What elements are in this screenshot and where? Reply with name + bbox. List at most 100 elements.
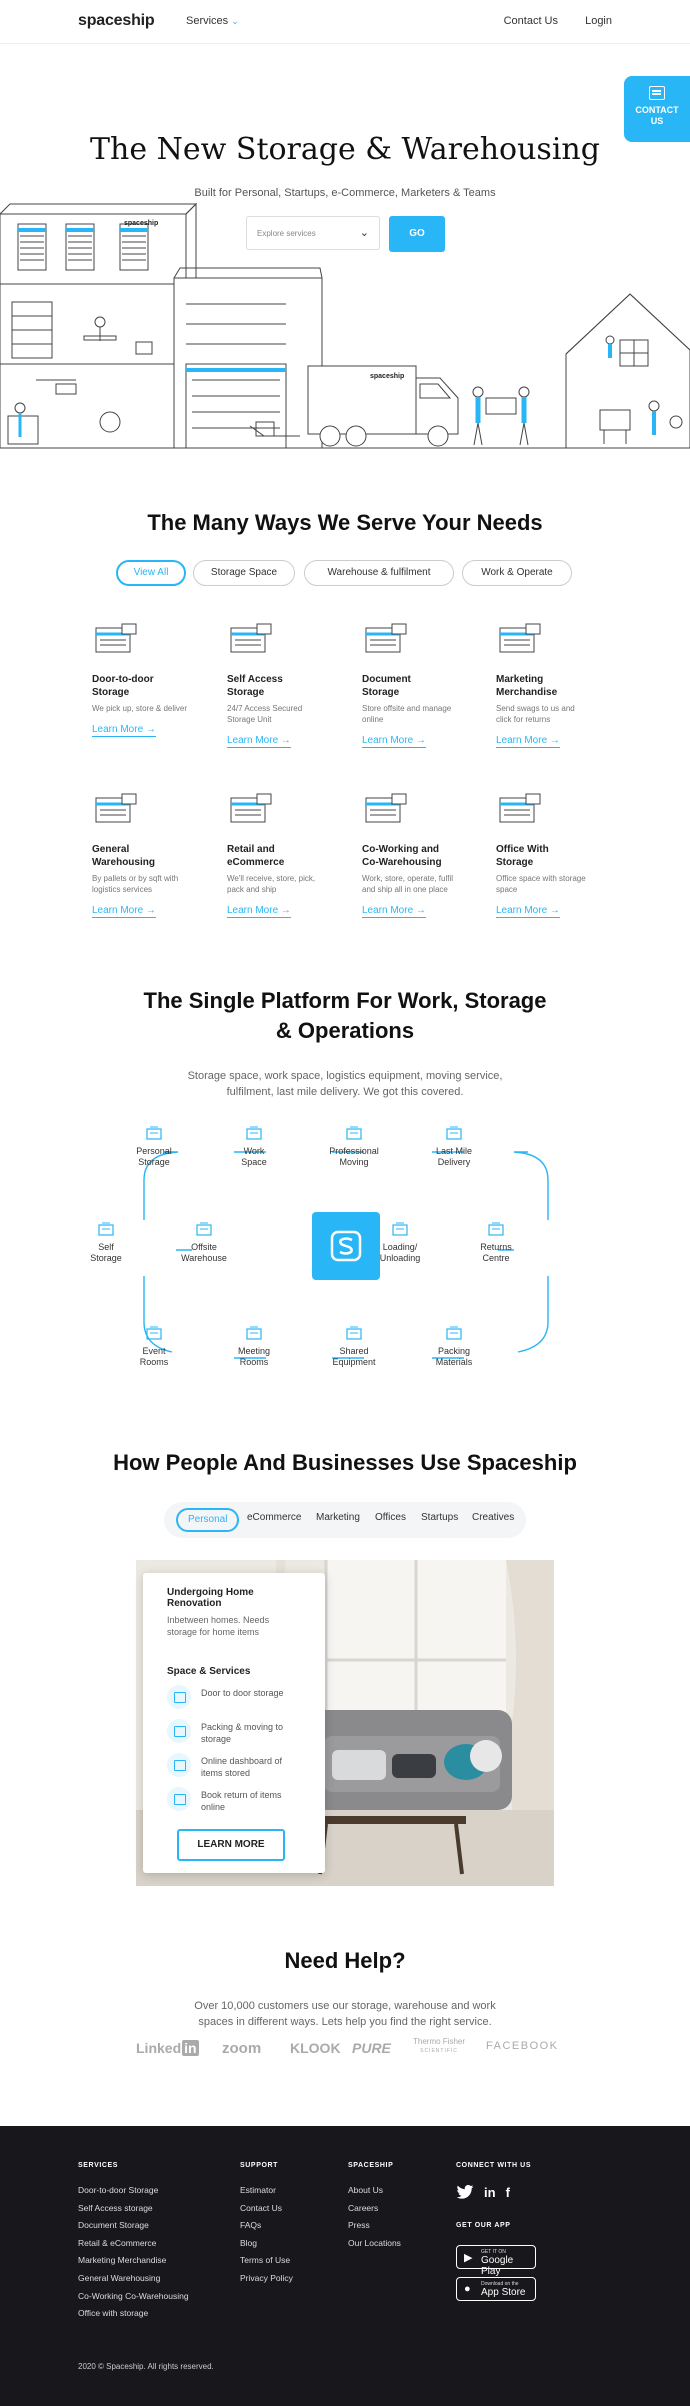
tab-creatives[interactable]: Creatives — [472, 1512, 515, 1523]
platform-node-line1: Personal — [136, 1146, 172, 1156]
footer-link[interactable]: Retail & eCommerce — [78, 2237, 157, 2248]
footer-link[interactable]: FAQs — [240, 2220, 262, 2231]
footer-link[interactable]: Press — [348, 2220, 370, 2231]
footer-link[interactable]: About Us — [348, 2185, 383, 2195]
arrow-right-icon: → — [549, 905, 560, 916]
footer-spaceship-heading: SPACESHIP — [348, 2162, 394, 2169]
footer-link[interactable]: Co-Working Co-Warehousing — [78, 2290, 189, 2301]
learn-more-link[interactable]: Learn More → — [92, 724, 156, 737]
use-case-description: Inbetween homes. Needs storage for home … — [167, 1614, 303, 1638]
app-store-big-text: App Store — [481, 2287, 526, 2298]
footer-link[interactable]: Marketing Merchandise — [78, 2255, 167, 2266]
filter-storage-space[interactable]: Storage Space — [193, 560, 295, 586]
contact-us-link[interactable]: Contact Us — [503, 15, 559, 27]
footer-link[interactable]: Terms of Use — [240, 2255, 291, 2266]
platform-node-line1: Meeting — [237, 1346, 271, 1356]
learn-more-link[interactable]: Learn More → — [227, 905, 291, 918]
site-header: spaceship Services⌄ Contact Us Login — [0, 0, 690, 44]
platform-node-line1: Professional — [329, 1146, 379, 1156]
footer-link[interactable]: Privacy Policy — [240, 2272, 293, 2283]
google-play-small-text: GET IT ON — [481, 2249, 506, 2255]
ways-title: The Many Ways We Serve Your Needs — [147, 510, 543, 535]
learn-more-link[interactable]: Learn More → — [496, 735, 560, 748]
usage-title: How People And Businesses Use Spaceship — [113, 1450, 577, 1475]
filter-view-all[interactable]: View All — [116, 560, 186, 586]
services-label: Services — [186, 15, 229, 27]
use-case-item-line2: storage — [201, 1734, 232, 1744]
footer-connect: CONNECT WITH US in f GET OUR APP ▶ GET I… — [456, 2162, 536, 2309]
platform-node-line1: Event — [142, 1346, 166, 1356]
footer-link[interactable]: Estimator — [240, 2185, 276, 2195]
use-case-item-line1: Door to door storage — [201, 1688, 284, 1698]
return-icon — [167, 1787, 191, 1811]
go-button[interactable]: GO — [389, 216, 445, 252]
twitter-icon[interactable] — [456, 2185, 474, 2199]
tab-startups[interactable]: Startups — [421, 1512, 459, 1523]
hero-illustration: spaceship spaceship — [0, 202, 690, 449]
thermo-fisher-name: Thermo Fisher — [413, 2037, 466, 2046]
learn-more-link[interactable]: Learn More → — [496, 905, 560, 918]
tab-marketing[interactable]: Marketing — [316, 1512, 360, 1523]
footer-link[interactable]: Our Locations — [348, 2237, 401, 2248]
app-store-badge[interactable]: ● Download on the App Store — [456, 2277, 536, 2301]
filter-warehouse-fulfilment[interactable]: Warehouse & fulfilment — [304, 560, 454, 586]
facebook-icon[interactable]: f — [505, 2185, 510, 2200]
learn-more-button[interactable]: LEARN MORE — [177, 1829, 285, 1861]
arrow-right-icon: → — [145, 905, 156, 916]
learn-more-link[interactable]: Learn More → — [362, 735, 426, 748]
footer-link[interactable]: Blog — [240, 2237, 258, 2248]
platform-node-line1: Last Mile — [435, 1146, 472, 1156]
footer-link[interactable]: General Warehousing — [78, 2272, 161, 2283]
service-description: We pick up, store & deliver — [92, 704, 188, 713]
hero-title: The New Storage & Warehousing — [90, 132, 600, 167]
tab-offices[interactable]: Offices — [375, 1512, 406, 1523]
explore-services-select[interactable]: Explore services ⌄ — [246, 216, 380, 250]
delivery-icon — [446, 1126, 462, 1140]
services-dropdown[interactable]: Services⌄ — [186, 15, 239, 27]
returns-icon — [488, 1222, 504, 1236]
footer-link[interactable]: Contact Us — [240, 2202, 283, 2213]
google-play-badge[interactable]: ▶ GET IT ON Google Play — [456, 2245, 536, 2277]
merchandise-icon — [496, 620, 616, 661]
footer-link[interactable]: Self Access storage — [78, 2202, 153, 2213]
platform-node: Loading/Unloading — [355, 1222, 445, 1264]
ecommerce-icon — [227, 790, 347, 831]
spaceship-logo[interactable]: spaceship — [78, 12, 155, 29]
linkedin-logo-box: in — [182, 2040, 199, 2056]
login-link[interactable]: Login — [585, 15, 612, 27]
footer-link[interactable]: Careers — [348, 2202, 379, 2213]
help-subtitle-line2: spaces in different ways. Lets help you … — [198, 2016, 492, 2028]
learn-more-link[interactable]: Learn More → — [362, 905, 426, 918]
contact-us-tab[interactable]: CONTACT US — [624, 76, 690, 142]
storage-unit-icon — [227, 620, 347, 661]
tab-ecommerce[interactable]: eCommerce — [247, 1512, 302, 1523]
movers-icon — [92, 620, 212, 661]
linkedin-icon[interactable]: in — [484, 2185, 496, 2200]
learn-more-link[interactable]: Learn More → — [92, 905, 156, 918]
footer-link[interactable]: Office with storage — [78, 2308, 149, 2319]
filter-work-operate[interactable]: Work & Operate — [462, 560, 572, 586]
footer-link[interactable]: Document Storage — [78, 2220, 149, 2231]
footer-link[interactable]: Door-to-door Storage — [78, 2185, 159, 2195]
learn-more-link[interactable]: Learn More → — [227, 735, 291, 748]
tab-personal[interactable]: Personal — [176, 1508, 240, 1532]
header-nav: Contact Us Login — [480, 15, 612, 27]
equipment-icon — [346, 1326, 362, 1340]
